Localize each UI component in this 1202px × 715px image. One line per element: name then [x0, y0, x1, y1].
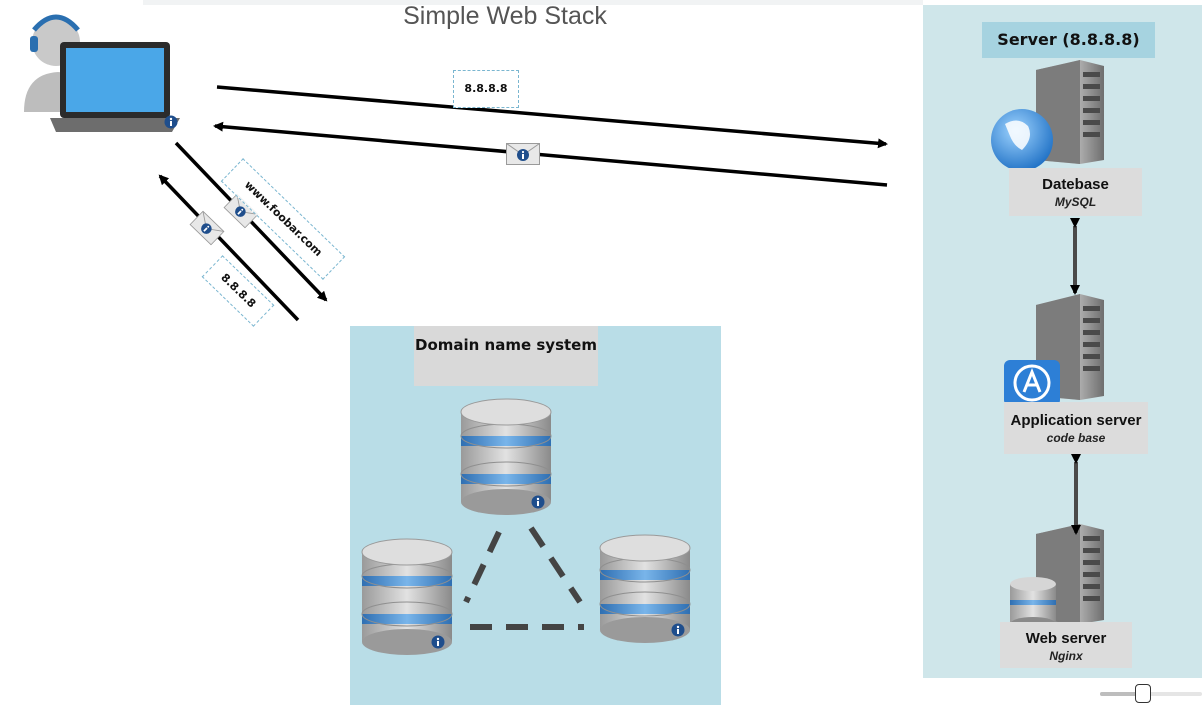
database-cylinder-icon: [599, 534, 691, 643]
dns-replication-links: [463, 526, 584, 630]
app-a-icon: [1004, 360, 1060, 406]
web-server-title: Web server: [1025, 630, 1107, 647]
app-server-subtitle: code base: [1046, 431, 1106, 445]
user-laptop-icon[interactable]: [24, 14, 180, 132]
database-subtitle: MySQL: [1054, 195, 1097, 209]
dns-answer-arrow: [158, 174, 300, 322]
envelope-icon: [506, 143, 540, 165]
app-server-label[interactable]: Application server code base: [1004, 402, 1148, 454]
top-band: [143, 0, 923, 5]
zoom-slider-fill: [1100, 692, 1140, 696]
response-arrow: [213, 121, 888, 187]
zoom-slider-handle[interactable]: [1135, 684, 1151, 703]
web-server-subtitle: Nginx: [1049, 649, 1083, 663]
dns-label: Domain name system: [414, 326, 598, 386]
request-arrow: [216, 85, 888, 149]
zoom-slider-track[interactable]: [1100, 692, 1202, 696]
ip-tag[interactable]: 8.8.8.8: [453, 70, 519, 108]
app-server-title: Application server: [1010, 412, 1142, 429]
database-label[interactable]: Datebase MySQL: [1009, 168, 1142, 216]
database-cylinder-icon: [460, 398, 552, 515]
diagram-title: Simple Web Stack: [403, 2, 607, 30]
database-title: Datebase: [1042, 176, 1109, 193]
server-label: Server (8.8.8.8): [982, 22, 1155, 58]
globe-continent: [1005, 120, 1030, 150]
web-server-label[interactable]: Web server Nginx: [1000, 622, 1132, 668]
database-cylinder-icon: [361, 538, 453, 655]
